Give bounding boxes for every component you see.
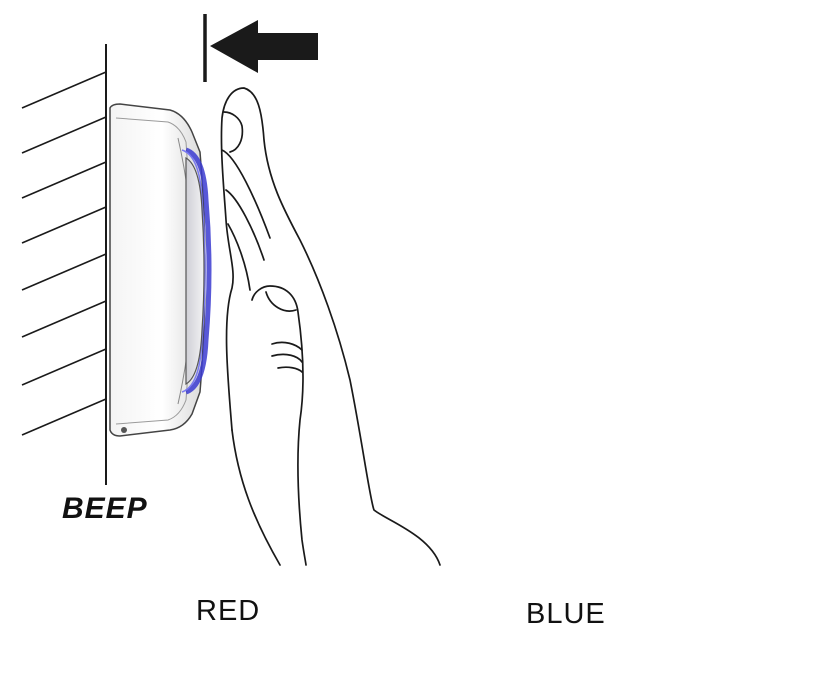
reader-device (109, 103, 212, 437)
red-label: RED (196, 595, 261, 627)
blue-label: BLUE (526, 598, 606, 630)
beep-label: BEEP (62, 492, 148, 525)
hand-left (220, 87, 441, 566)
solid-arrow-left-icon (203, 14, 318, 82)
wall (21, 44, 107, 485)
blue-ring-glow (184, 147, 212, 395)
